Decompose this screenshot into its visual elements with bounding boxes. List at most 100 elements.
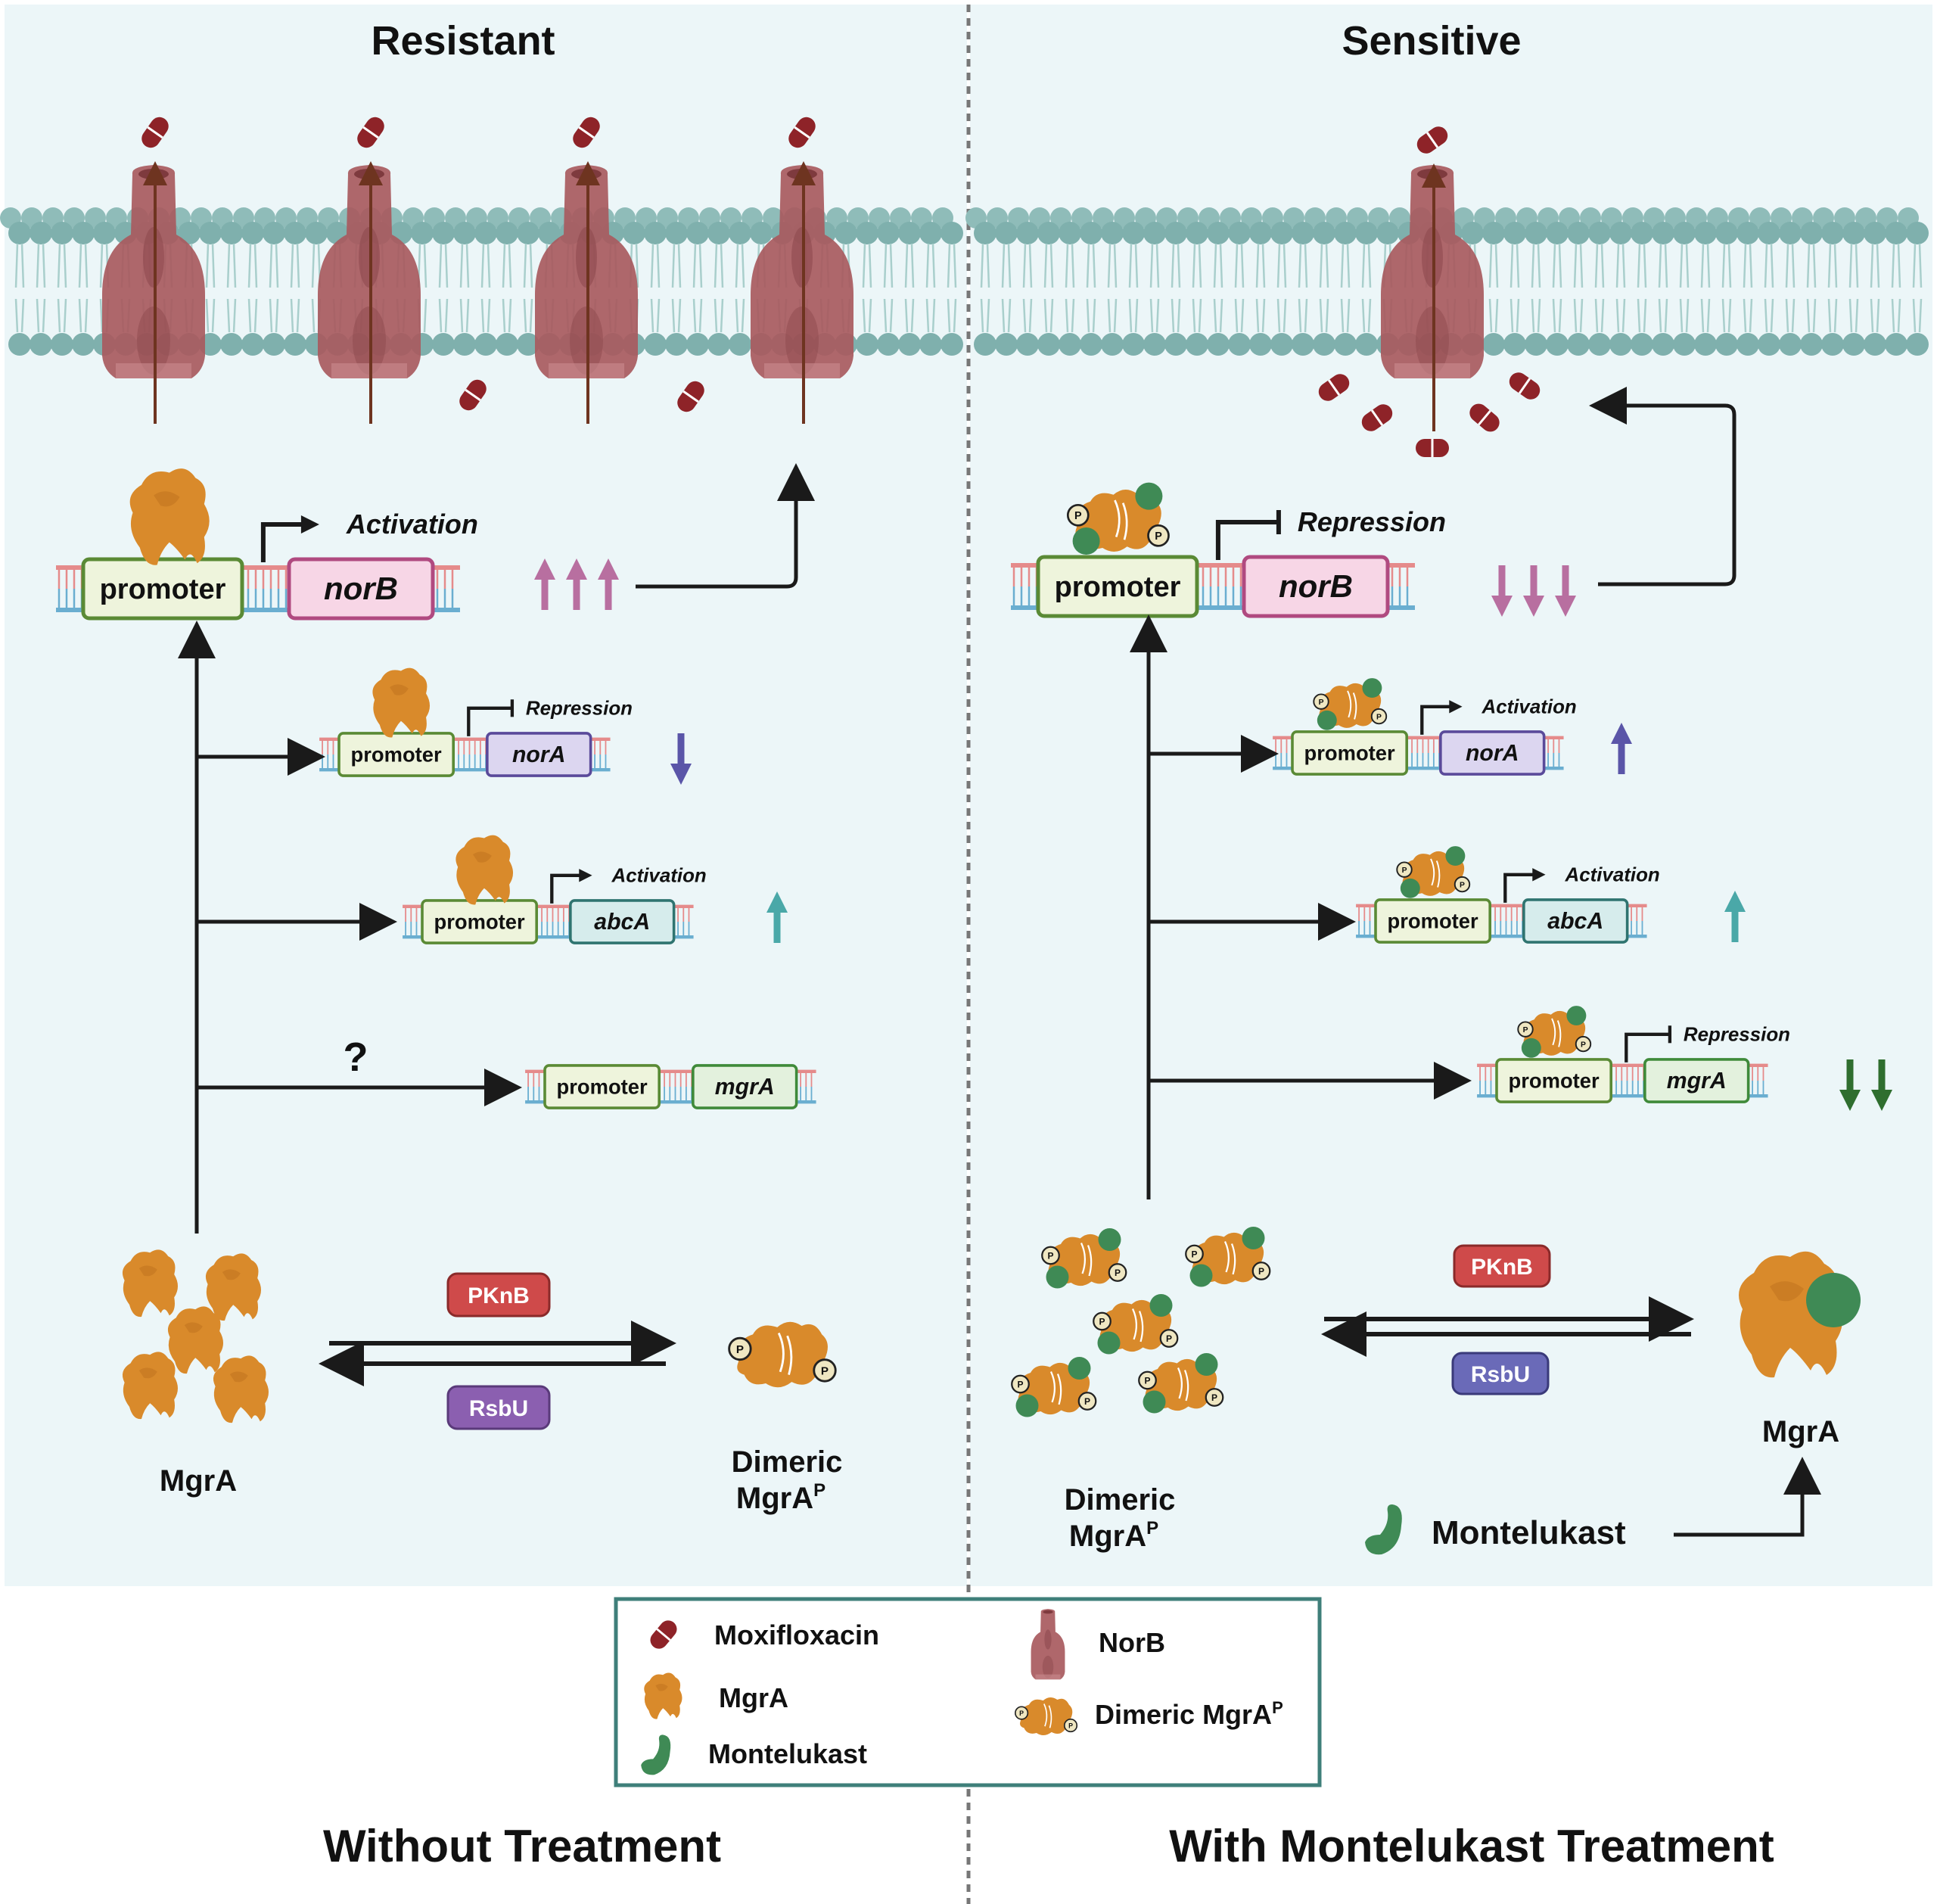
downregulation-arrows xyxy=(1839,1059,1892,1111)
moxifloxacin-pill-icon xyxy=(1414,437,1450,459)
svg-text:PKnB: PKnB xyxy=(1471,1255,1533,1280)
label-dimeric-right-2: MgrAP xyxy=(1069,1518,1158,1553)
downregulation-arrows xyxy=(1491,565,1576,617)
gene-cassette-mgrA: promoter mgrA xyxy=(525,1064,816,1109)
svg-text:norA: norA xyxy=(1466,741,1519,766)
right-title: Sensitive xyxy=(1342,18,1521,64)
label-dimeric-left-1: Dimeric xyxy=(732,1445,843,1479)
svg-text:RsbU: RsbU xyxy=(1471,1362,1530,1387)
activation-arrow-icon xyxy=(550,869,592,904)
activation-arrow-icon xyxy=(260,515,319,562)
gene-cassette-norA: promoter norA Repression xyxy=(319,667,692,785)
arrow-down-icon xyxy=(1555,565,1576,617)
upregulation-arrows xyxy=(766,891,788,943)
right-signal-tree xyxy=(1130,387,1821,1537)
label-mgra-left: MgrA xyxy=(160,1464,237,1498)
svg-text:norB: norB xyxy=(1279,568,1353,604)
promoter-box: promoter xyxy=(421,899,538,944)
pknb-badge-left: PKnB xyxy=(446,1272,551,1318)
arrow-up-icon xyxy=(1724,891,1746,942)
mgra-montelukast-complex xyxy=(1739,1251,1861,1378)
gene-box-mgrA: mgrA xyxy=(1643,1058,1750,1103)
svg-text:norA: norA xyxy=(512,742,566,767)
legend-label-montelukast: Montelukast xyxy=(708,1738,867,1769)
regulation-label: Repression xyxy=(1298,506,1446,537)
regulation-label: Activation xyxy=(611,865,706,886)
promoter-box: promoter xyxy=(337,732,455,777)
promoter-box: promoter xyxy=(1291,730,1408,776)
regulation-label: Activation xyxy=(346,509,478,540)
right-footer: With Montelukast Treatment xyxy=(1169,1821,1774,1871)
arrow-up-icon xyxy=(1611,723,1632,774)
regulation-label: Repression xyxy=(526,698,633,719)
efflux-arrows-left xyxy=(143,161,816,424)
arrow-down-icon xyxy=(1871,1059,1892,1111)
gene-box-norA: norA xyxy=(1439,730,1546,776)
upregulation-arrows xyxy=(534,558,619,610)
rsbu-badge-left: RsbU xyxy=(446,1385,551,1430)
repression-bar-icon xyxy=(1625,1025,1672,1062)
arrow-up-icon xyxy=(534,558,555,610)
svg-text:abcA: abcA xyxy=(594,910,650,935)
label-montelukast: Montelukast xyxy=(1432,1514,1626,1551)
right-membrane xyxy=(965,207,1929,356)
svg-text:promoter: promoter xyxy=(1055,571,1181,603)
svg-text:promoter: promoter xyxy=(100,574,226,605)
downregulation-arrows xyxy=(670,733,692,785)
legend: Moxifloxacin MgrA Montelukast NorB Dimer… xyxy=(614,1597,1322,1787)
svg-text:PKnB: PKnB xyxy=(468,1283,530,1308)
svg-text:RsbU: RsbU xyxy=(469,1396,528,1421)
promoter-box: promoter xyxy=(1036,555,1199,618)
promoter-box: promoter xyxy=(543,1064,661,1109)
equilibrium-arrows-left xyxy=(319,1321,676,1386)
promoter-box: promoter xyxy=(81,557,244,621)
svg-text:promoter: promoter xyxy=(1509,1069,1600,1092)
legend-label-dimeric-mgrap: Dimeric MgrAP xyxy=(1095,1698,1283,1730)
gene-cassette-abcA: promoter abcA Activation xyxy=(1356,846,1746,944)
regulation-label: Activation xyxy=(1481,696,1576,717)
arrow-down-icon xyxy=(1839,1059,1861,1111)
arrow-down-icon xyxy=(1491,565,1513,617)
svg-text:promoter: promoter xyxy=(1388,909,1478,932)
gene-box-norA: norA xyxy=(486,732,592,777)
svg-text:abcA: abcA xyxy=(1547,909,1603,934)
repression-bar-icon xyxy=(1215,510,1281,560)
upregulation-arrows xyxy=(1611,723,1632,774)
legend-label-norb: NorB xyxy=(1099,1627,1165,1658)
gene-box-norB: norB xyxy=(287,557,435,621)
gene-box-norB: norB xyxy=(1242,555,1390,618)
rsbu-badge-right: RsbU xyxy=(1451,1352,1550,1395)
svg-text:promoter: promoter xyxy=(434,910,525,933)
svg-text:mgrA: mgrA xyxy=(1667,1069,1727,1094)
equilibrium-arrows-right xyxy=(1321,1296,1694,1357)
svg-text:mgrA: mgrA xyxy=(715,1075,775,1100)
left-footer: Without Treatment xyxy=(323,1821,721,1871)
arrow-up-icon xyxy=(766,891,788,943)
promoter-box: promoter xyxy=(1495,1058,1612,1103)
arrow-up-icon xyxy=(598,558,619,610)
regulation-label: Repression xyxy=(1684,1024,1790,1045)
gene-box-mgrA: mgrA xyxy=(692,1064,798,1109)
gene-box-abcA: abcA xyxy=(569,899,676,944)
left-title: Resistant xyxy=(371,18,555,64)
arrow-down-icon xyxy=(1523,565,1544,617)
regulation-label: Activation xyxy=(1564,864,1659,885)
gene-box-abcA: abcA xyxy=(1522,898,1629,944)
svg-text:norB: norB xyxy=(324,571,398,606)
unknown-regulation-mark: ? xyxy=(344,1034,368,1080)
svg-text:promoter: promoter xyxy=(1304,741,1395,764)
pknb-badge-right: PKnB xyxy=(1453,1244,1551,1288)
gene-cassette-norB: promoter norB Repression xyxy=(1011,483,1576,618)
svg-text:promoter: promoter xyxy=(351,742,442,766)
label-dimeric-right-1: Dimeric xyxy=(1065,1483,1176,1517)
arrow-down-icon xyxy=(670,733,692,785)
gene-cassette-norB: promoter norB Activation xyxy=(56,468,619,621)
label-mgra-right: MgrA xyxy=(1762,1415,1839,1448)
gene-cassette-norA: promoter norA Activation xyxy=(1273,678,1632,776)
repression-bar-icon xyxy=(467,699,515,736)
gene-cassette-abcA: promoter abcA Activation xyxy=(403,835,788,944)
activation-arrow-icon xyxy=(1503,868,1546,903)
upregulation-arrows xyxy=(1724,891,1746,942)
legend-label-mgra: MgrA xyxy=(719,1682,788,1713)
